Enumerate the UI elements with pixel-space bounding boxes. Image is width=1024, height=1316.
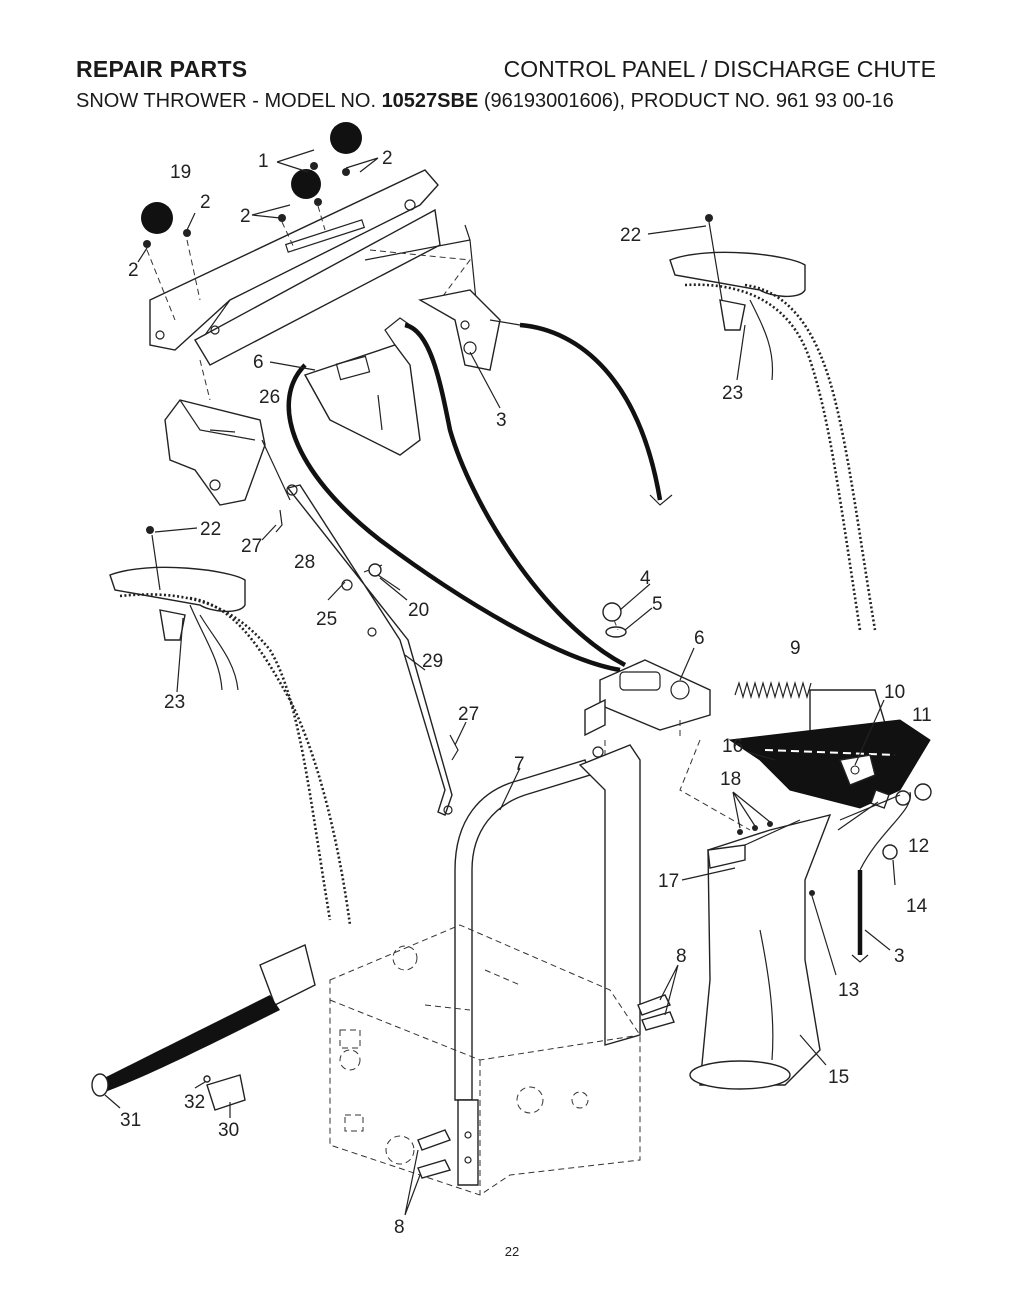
chute-cable	[404, 322, 627, 667]
part-label: 14	[906, 896, 928, 917]
part-label: 23	[722, 383, 743, 404]
marker-dot	[291, 169, 321, 199]
part-label: 8	[676, 946, 687, 967]
handle-screw	[705, 214, 713, 222]
pivot-pin	[275, 509, 283, 533]
part-label: 31	[120, 1110, 141, 1131]
model-subtitle: SNOW THROWER - MODEL NO. 10527SBE (96193…	[76, 90, 936, 113]
part-label: 1	[258, 151, 269, 172]
part-label: 3	[894, 946, 905, 967]
part-label: 8	[394, 1217, 405, 1238]
nut	[602, 602, 627, 638]
crank-rod	[454, 744, 641, 1186]
chute-cable	[286, 363, 621, 673]
part-label: 22	[620, 225, 641, 246]
part-label: 25	[316, 609, 337, 630]
page-number: 22	[505, 1244, 519, 1259]
leader-lines	[104, 149, 901, 1216]
handle-screw	[146, 526, 154, 534]
part-label: 2	[240, 206, 251, 227]
part-label: 17	[658, 871, 679, 892]
part-label: 2	[382, 148, 393, 169]
header-row: REPAIR PARTS CONTROL PANEL / DISCHARGE C…	[76, 56, 936, 86]
part-label: 18	[720, 769, 741, 790]
chute-pivot-plate	[584, 659, 711, 800]
alignment-line	[679, 739, 751, 831]
part-label: 32	[184, 1092, 205, 1113]
part-label: 23	[164, 692, 185, 713]
lever-cable	[519, 322, 663, 501]
part-label: 11	[912, 705, 932, 726]
chute-deflector	[728, 689, 931, 809]
part-label: 6	[253, 352, 264, 373]
chute-control-head	[303, 317, 421, 456]
part-label: 16	[722, 736, 743, 757]
part-label: 30	[218, 1120, 239, 1141]
auger-housing	[329, 924, 641, 1196]
part-label: 3	[496, 410, 507, 431]
part-label: 29	[422, 651, 443, 672]
part-label: 2	[200, 192, 211, 213]
spring	[734, 680, 812, 700]
part-label: 9	[790, 638, 801, 659]
panel-screws	[143, 162, 350, 321]
handle-left	[109, 534, 352, 926]
bolt-set	[417, 994, 675, 1179]
part-label: 27	[241, 536, 262, 557]
handle-right	[669, 221, 877, 631]
part-label: 15	[828, 1067, 849, 1088]
bolt	[368, 563, 401, 591]
part-label: 2	[128, 260, 139, 281]
marker-dot	[141, 202, 173, 234]
part-label: 27	[458, 704, 479, 725]
part-label: 5	[652, 594, 663, 615]
part-label: 6	[694, 628, 705, 649]
part-label: 19	[170, 162, 191, 183]
part-label: 4	[640, 568, 651, 589]
section-title: CONTROL PANEL / DISCHARGE CHUTE	[503, 56, 936, 82]
control-panel	[149, 169, 479, 366]
page-title: REPAIR PARTS	[76, 56, 248, 82]
marker-dot	[330, 122, 362, 154]
part-label: 10	[884, 682, 905, 703]
part-label: 7	[514, 754, 525, 775]
part-label: 28	[294, 552, 315, 573]
chute-bracket	[164, 359, 291, 506]
lever-bracket	[418, 289, 521, 371]
part-label: 12	[908, 836, 929, 857]
part-label: 26	[259, 387, 280, 408]
model-number: 10527SBE	[381, 90, 479, 112]
part-label: 13	[838, 980, 859, 1001]
part-label: 20	[408, 600, 429, 621]
subtitle-prefix: SNOW THROWER - MODEL NO.	[76, 90, 382, 112]
subtitle-suffix: (96193001606), PRODUCT NO. 961 93 00-16	[478, 90, 894, 112]
crank-shaft	[91, 944, 316, 1111]
part-label: 22	[200, 519, 221, 540]
discharge-chute	[689, 813, 832, 1090]
part-labels: 1 2 2 2 2 19 6 26 3 22 23 27 28 22 25 20…	[120, 148, 932, 1238]
